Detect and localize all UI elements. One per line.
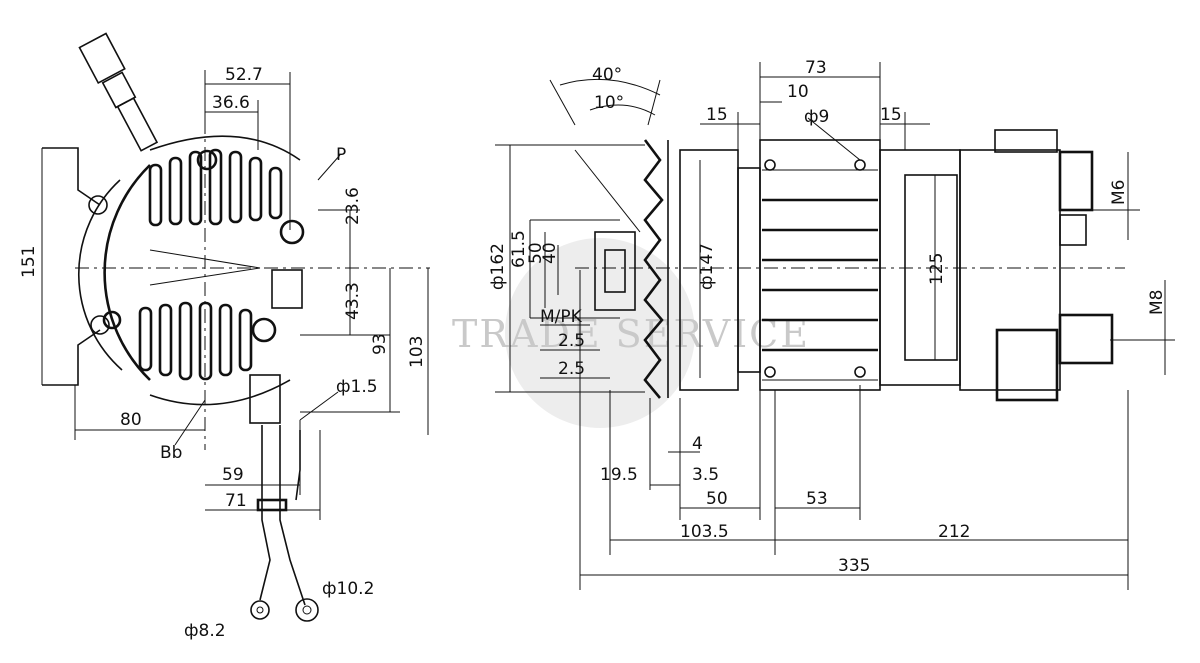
pulley-hub [594, 231, 636, 311]
dim-71: 71 [225, 491, 247, 511]
dim-53: 53 [806, 489, 828, 509]
dim-2-5-b: 2.5 [558, 359, 585, 379]
dim-4: 4 [692, 434, 703, 454]
dim-103: 103 [407, 336, 427, 368]
dim-103-5: 103.5 [680, 522, 729, 542]
dim-36-6: 36.6 [212, 93, 250, 113]
dim-phi-10-2: ф10.2 [322, 579, 374, 599]
mount-hole-top [88, 195, 108, 215]
dim-50: 50 [706, 489, 728, 509]
mount-foot-top [42, 147, 101, 206]
ring-terminal-10-2-hole [302, 605, 312, 615]
leader-p [317, 154, 341, 181]
dim-15-left: 15 [706, 105, 728, 125]
pulley-groove [604, 249, 626, 293]
watermark-text: TRADE SERVICE [452, 312, 810, 356]
pulley-taper [574, 149, 641, 233]
dim-10: 10 [787, 82, 809, 102]
dim-phi-1-5: ф1.5 [336, 377, 378, 397]
housing-left-arc [103, 164, 151, 381]
front-view: 52.7 36.6 151 P 23.6 43.3 93 103 80 Bb ф… [19, 32, 430, 641]
dim-43-3: 43.3 [343, 282, 363, 320]
dim-15-right: 15 [880, 105, 902, 125]
dim-73: 73 [805, 58, 827, 78]
terminal-m6 [1058, 150, 1094, 212]
housing-inner-arc [78, 179, 123, 371]
dim-61-5: 61.5 [509, 230, 529, 268]
ring-terminal-8-2-hole [256, 606, 264, 614]
connector-block [249, 374, 281, 424]
mount-foot-bottom [42, 329, 101, 386]
dim-phi-162: ф162 [488, 243, 508, 290]
bolt-bottom-left [764, 366, 776, 378]
ring-terminal-8-2 [250, 600, 270, 620]
terminal-top [196, 149, 218, 171]
plug-connector-top [78, 32, 159, 152]
angle-40: 40° [592, 65, 622, 85]
angle-10: 10° [594, 93, 624, 113]
side-view: 40° 10° 73 10 15 15 ф9 ф162 61.5 50 40 M… [488, 58, 1175, 590]
terminal-left [102, 310, 122, 330]
dim-93: 93 [370, 333, 390, 355]
housing-bottom-arc [149, 379, 291, 406]
angle-ray-1 [549, 79, 576, 126]
terminal-post-upper [1059, 214, 1087, 246]
dim-125: 125 [927, 253, 947, 285]
fan-blades [643, 139, 664, 399]
dim-151: 151 [19, 246, 39, 278]
dim-80: 80 [120, 410, 142, 430]
dim-2-5-a: 2.5 [558, 331, 585, 351]
mount-hole-bottom [90, 315, 110, 335]
regulator-block [271, 269, 303, 309]
bolt-top-right [854, 159, 866, 171]
dim-19-5: 19.5 [600, 465, 638, 485]
label-bb: Bb [160, 443, 182, 463]
plug-socket [994, 129, 1058, 153]
watermark-circle [505, 238, 695, 428]
wire-a [259, 425, 271, 601]
wire-c [295, 430, 301, 501]
dim-40-v: 40 [540, 242, 560, 264]
label-m6: M6 [1109, 180, 1129, 205]
leader-phi-9 [807, 117, 861, 161]
dim-23-6: 23.6 [343, 187, 363, 225]
dim-212: 212 [938, 522, 970, 542]
rectifier-block [995, 328, 1059, 402]
label-m-pk: M/PK [540, 307, 583, 327]
leader-phi-1-5 [299, 391, 339, 421]
angle-ray-2 [647, 79, 661, 126]
leader-bb [174, 399, 206, 446]
housing-top-arc [149, 135, 301, 161]
cooling-fins-lower [138, 301, 253, 381]
wire-b [279, 425, 306, 606]
dim-3-5: 3.5 [692, 465, 719, 485]
dim-59: 59 [222, 465, 244, 485]
terminal-m8 [1058, 313, 1114, 365]
bolt-bottom-right [854, 366, 866, 378]
dim-335: 335 [838, 556, 870, 576]
center-ray-1 [149, 249, 261, 269]
angle-arc-10 [589, 104, 656, 116]
label-m8: M8 [1147, 290, 1167, 315]
dim-phi-147: ф147 [697, 243, 717, 290]
bolt-top-left [764, 159, 776, 171]
ring-terminal-10-2 [295, 598, 319, 622]
cooling-fins-upper [148, 148, 283, 227]
dim-50-v: 50 [526, 242, 546, 264]
terminal-d-plus [251, 317, 277, 343]
rear-cover [959, 149, 1061, 391]
dim-52-7: 52.7 [225, 65, 263, 85]
label-p: P [336, 145, 346, 165]
terminal-b-plus [279, 219, 305, 245]
dim-phi-8-2: ф8.2 [184, 621, 226, 641]
center-ray-2 [149, 267, 261, 286]
angle-arc-40 [559, 78, 661, 96]
label-phi-9: ф9 [804, 107, 829, 127]
